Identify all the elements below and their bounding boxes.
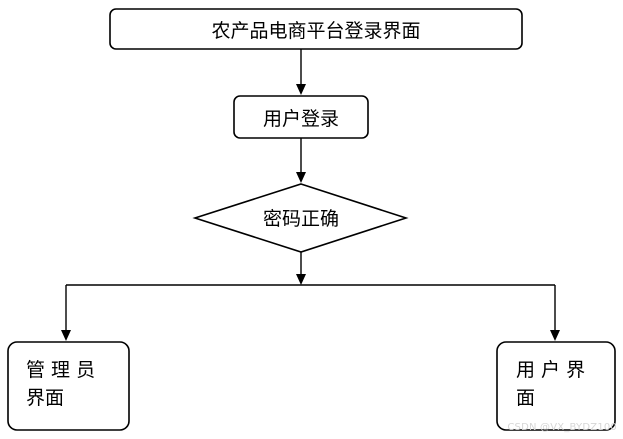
node-user-page-line1: 用 户 界 [516,359,585,381]
node-user-login: 用户登录 [233,95,369,139]
arrow-branch-to-admin [61,285,71,341]
node-login-page-label: 农产品电商平台登录界面 [211,20,420,42]
arrow-user-login-to-decision [296,138,306,183]
node-user-page: 用 户 界 面 [496,341,616,431]
node-login-page: 农产品电商平台登录界面 [109,8,523,50]
node-admin-page-line1: 管 理 员 [26,359,95,381]
node-password-check-label: 密码正确 [263,208,339,230]
node-admin-page-line2: 界面 [26,387,64,409]
node-admin-page: 管 理 员 界面 [7,341,130,431]
node-user-page-line2: 面 [516,387,535,409]
arrow-decision-to-branch [296,252,306,285]
arrow-login-to-user-login [296,49,306,95]
arrow-branch-to-user-page [550,285,560,341]
watermark: CSDN @VX_BYDZ100 [507,422,617,433]
node-user-login-label: 用户登录 [263,108,339,130]
node-password-check: 密码正确 [192,183,409,253]
